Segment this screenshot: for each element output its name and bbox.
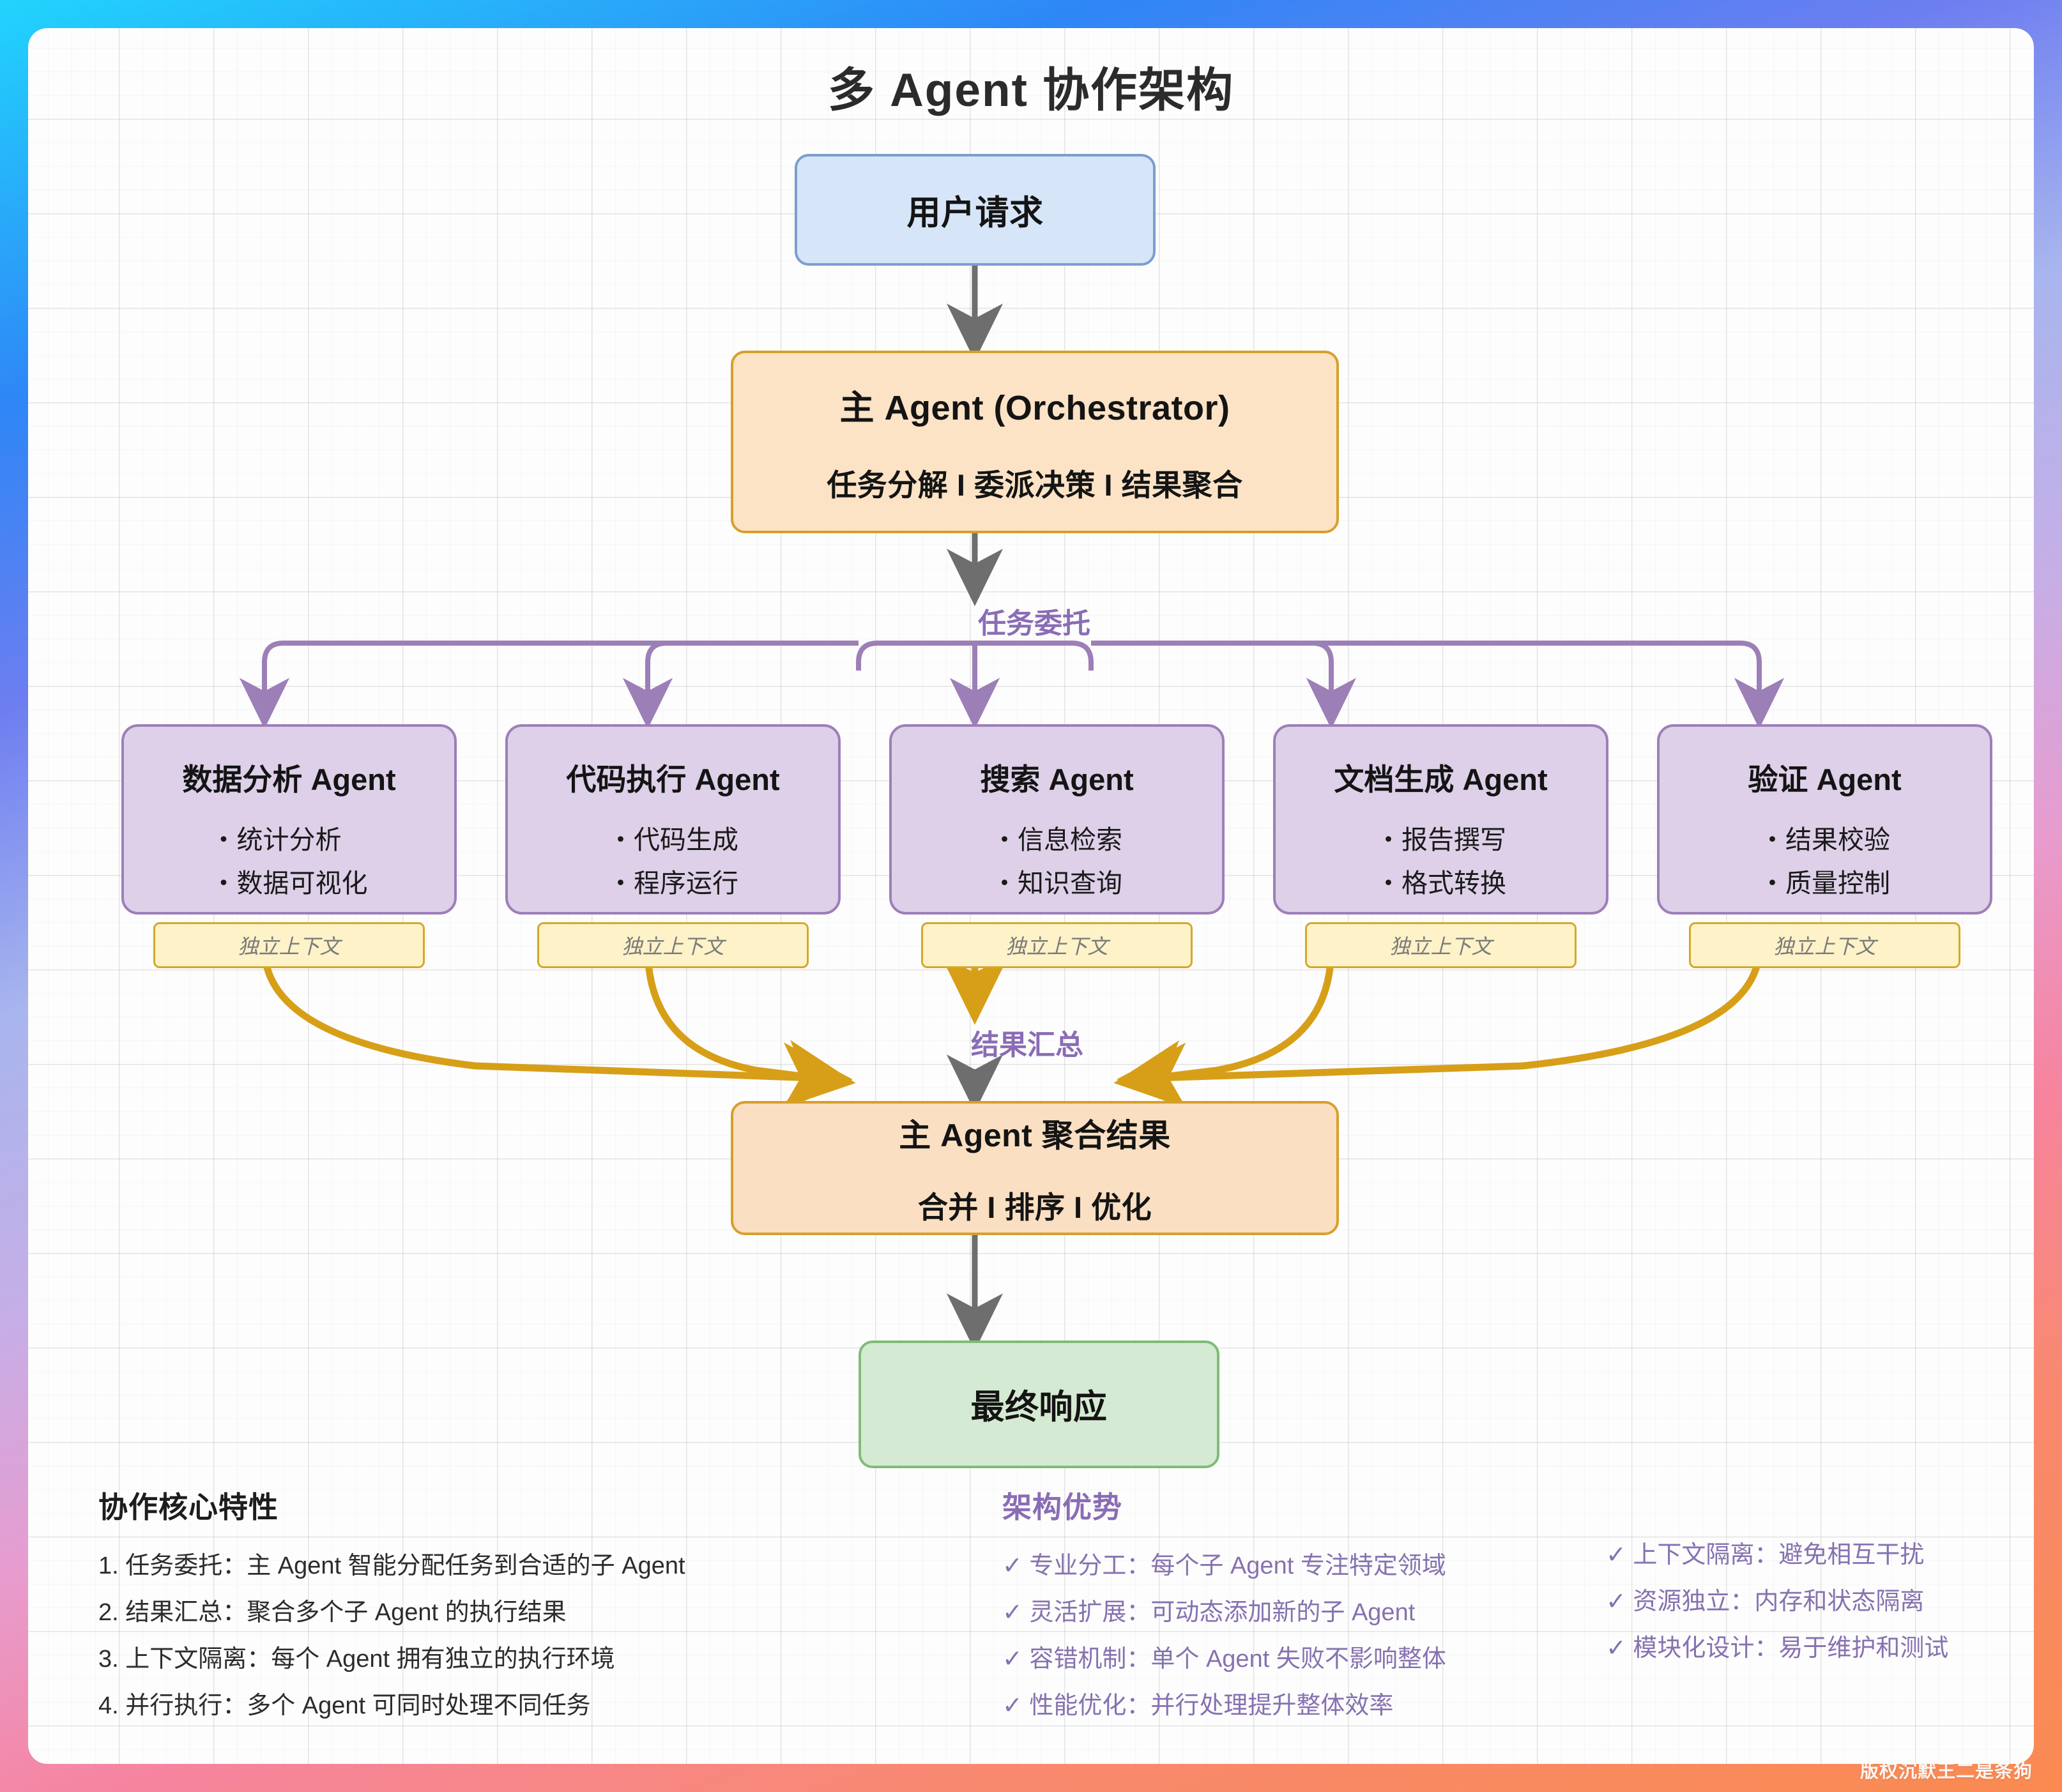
diagram-frame: 多 Agent 协作架构 xyxy=(28,28,2034,1764)
list-item: ✓ 模块化设计：易于维护和测试 xyxy=(1606,1634,1949,1662)
node-agent-verification[interactable]: 验证 Agent ・结果校验 ・质量控制 xyxy=(1657,724,1992,915)
footer-core-features-heading: 协作核心特性 xyxy=(98,1491,279,1524)
edge-label-delegate: 任务委托 xyxy=(978,608,1090,639)
node-orchestrator-subtitle: 任务分解 I 委派决策 I 结果聚合 xyxy=(827,468,1243,502)
edge-bus-to-agent-4 xyxy=(1091,641,1785,729)
node-user-request-label: 用户请求 xyxy=(906,194,1044,232)
context-badge-agent-2: 独立上下文 xyxy=(921,922,1193,968)
node-orchestrator-title: 主 Agent (Orchestrator) xyxy=(839,389,1230,427)
watermark-text: 版权沉默王二是条狗 xyxy=(1860,1761,2033,1782)
context-badge-agent-0: 独立上下文 xyxy=(153,922,425,968)
agent-title: 文档生成 Agent xyxy=(1334,763,1548,796)
list-item: ✓ 灵活扩展：可动态添加新的子 Agent xyxy=(1002,1598,1416,1626)
list-item: 2. 结果汇总：聚合多个子 Agent 的执行结果 xyxy=(98,1598,567,1626)
node-user-request[interactable]: 用户请求 xyxy=(795,154,1156,266)
agent-capability: ・信息检索 xyxy=(991,825,1122,854)
node-aggregate-result[interactable]: 主 Agent 聚合结果 合并 I 排序 I 优化 xyxy=(731,1101,1339,1235)
context-badge-label: 独立上下文 xyxy=(1005,935,1108,958)
agent-title: 验证 Agent xyxy=(1748,763,1902,796)
agent-title: 搜索 Agent xyxy=(980,763,1134,796)
node-final-response-label: 最终响应 xyxy=(970,1388,1108,1426)
footer-architecture-advantages: 架构优势 ✓ 专业分工：每个子 Agent 专注特定领域 ✓ 灵活扩展：可动态添… xyxy=(1002,1484,1446,1729)
agent-capability: ・知识查询 xyxy=(991,869,1122,898)
node-final-response[interactable]: 最终响应 xyxy=(859,1340,1219,1468)
agent-capability-list: ・统计分析 ・数据可视化 xyxy=(211,818,368,900)
agent-capability: ・程序运行 xyxy=(607,869,738,898)
diagram-canvas: 多 Agent 协作架构 xyxy=(28,28,2034,1764)
context-badge-agent-4: 独立上下文 xyxy=(1689,922,1960,968)
node-aggregate-title: 主 Agent 聚合结果 xyxy=(899,1117,1171,1153)
node-agent-code-execution[interactable]: 代码执行 Agent ・代码生成 ・程序运行 xyxy=(505,724,841,915)
footer-core-features-list: 1. 任务委托：主 Agent 智能分配任务到合适的子 Agent 2. 结果汇… xyxy=(98,1543,685,1729)
edge-bus-to-agent-3 xyxy=(1091,641,1357,729)
agent-capability: ・代码生成 xyxy=(607,825,738,854)
list-item: 1. 任务委托：主 Agent 智能分配任务到合适的子 Agent xyxy=(98,1553,685,1579)
context-badge-agent-3: 独立上下文 xyxy=(1305,922,1577,968)
list-item: 4. 并行执行：多个 Agent 可同时处理不同任务 xyxy=(98,1692,591,1719)
context-badge-label: 独立上下文 xyxy=(1773,935,1876,958)
node-agent-search[interactable]: 搜索 Agent ・信息检索 ・知识查询 xyxy=(889,724,1225,915)
agent-capability: ・报告撰写 xyxy=(1375,825,1506,854)
footer-architecture-advantages-heading: 架构优势 xyxy=(1002,1491,1122,1524)
footer-architecture-advantages-list: ✓ 专业分工：每个子 Agent 专注特定领域 ✓ 灵活扩展：可动态添加新的子 … xyxy=(1002,1543,1446,1729)
context-badge-label: 独立上下文 xyxy=(622,935,724,958)
list-item: ✓ 性能优化：并行处理提升整体效率 xyxy=(1002,1692,1394,1719)
list-item: 3. 上下文隔离：每个 Agent 拥有独立的执行环境 xyxy=(98,1645,615,1673)
context-badge-label: 独立上下文 xyxy=(238,935,340,958)
list-item: ✓ 专业分工：每个子 Agent 专注特定领域 xyxy=(1002,1553,1446,1579)
list-item: ✓ 资源独立：内存和状态隔离 xyxy=(1606,1588,1925,1615)
edge-bus-to-agent-1 xyxy=(622,641,859,729)
agent-capability-list: ・报告撰写 ・格式转换 xyxy=(1375,818,1506,900)
footer-advantages-secondary-list: ✓ 上下文隔离：避免相互干扰 ✓ 资源独立：内存和状态隔离 ✓ 模块化设计：易于… xyxy=(1606,1532,1948,1672)
edge-bus-to-agent-0 xyxy=(239,641,859,729)
agent-capability: ・格式转换 xyxy=(1375,869,1506,898)
context-badge-agent-1: 独立上下文 xyxy=(537,922,809,968)
context-badge-label: 独立上下文 xyxy=(1389,935,1492,958)
agent-capability-list: ・信息检索 ・知识查询 xyxy=(991,818,1122,900)
agent-title: 数据分析 Agent xyxy=(182,763,396,796)
footer-architecture-advantages-column-2: ✓ 上下文隔离：避免相互干扰 ✓ 资源独立：内存和状态隔离 ✓ 模块化设计：易于… xyxy=(1606,1532,1948,1672)
footer-core-features: 协作核心特性 1. 任务委托：主 Agent 智能分配任务到合适的子 Agent… xyxy=(98,1484,685,1729)
agent-capability: ・数据可视化 xyxy=(210,869,368,898)
node-agent-data-analysis[interactable]: 数据分析 Agent ・统计分析 ・数据可视化 xyxy=(121,724,457,915)
page-title: 多 Agent 协作架构 xyxy=(827,65,1235,116)
node-orchestrator[interactable]: 主 Agent (Orchestrator) 任务分解 I 委派决策 I 结果聚… xyxy=(731,351,1339,533)
agent-capability: ・统计分析 xyxy=(210,825,342,854)
agent-capability: ・结果校验 xyxy=(1759,825,1890,854)
node-agent-document-generation[interactable]: 文档生成 Agent ・报告撰写 ・格式转换 xyxy=(1273,724,1608,915)
list-item: ✓ 上下文隔离：避免相互干扰 xyxy=(1606,1542,1925,1568)
node-aggregate-subtitle: 合并 I 排序 I 优化 xyxy=(917,1190,1152,1224)
agent-title: 代码执行 Agent xyxy=(566,763,780,796)
edge-label-collect: 结果汇总 xyxy=(971,1029,1083,1061)
agent-capability: ・质量控制 xyxy=(1759,869,1890,898)
agent-capability-list: ・结果校验 ・质量控制 xyxy=(1759,818,1890,900)
agent-capability-list: ・代码生成 ・程序运行 xyxy=(607,818,738,900)
list-item: ✓ 容错机制：单个 Agent 失败不影响整体 xyxy=(1002,1645,1446,1673)
